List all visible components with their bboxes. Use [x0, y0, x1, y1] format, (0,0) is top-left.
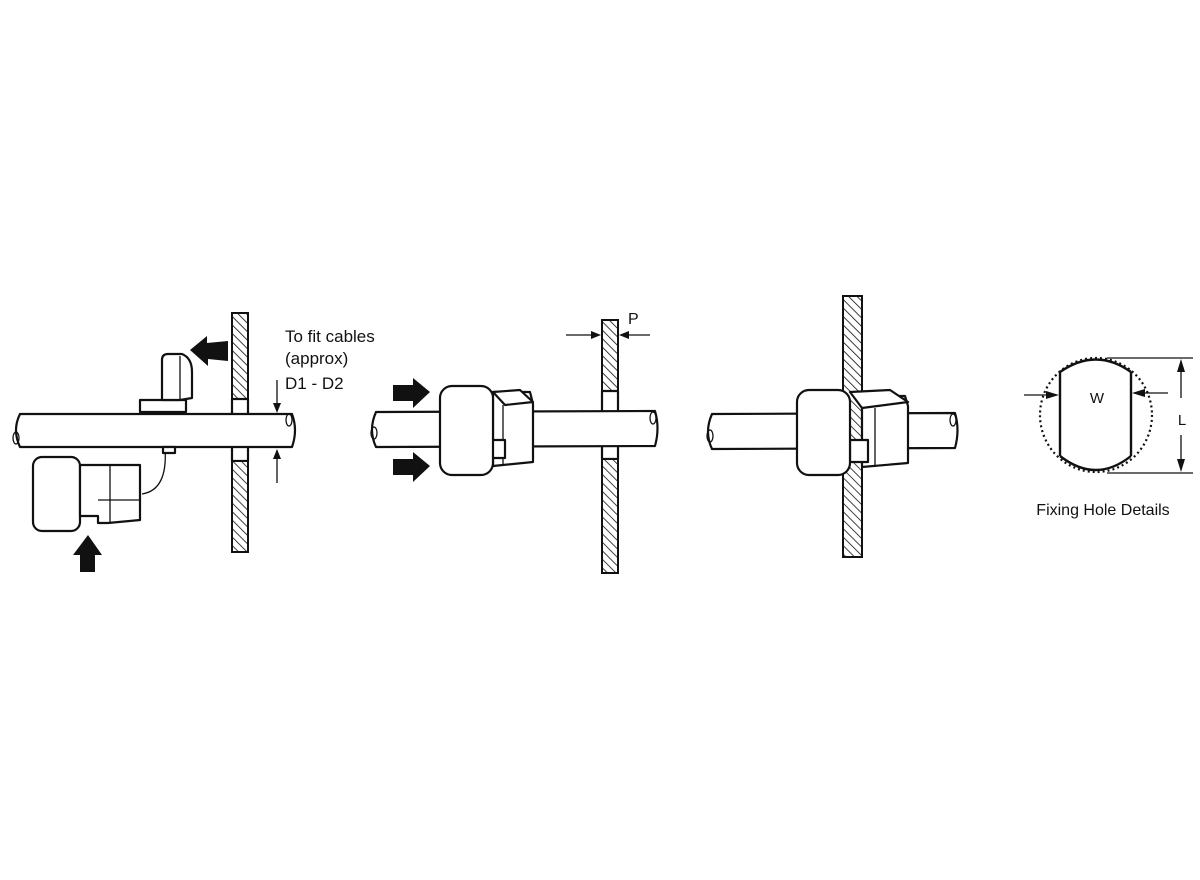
panel-thickness-dimension — [566, 331, 650, 339]
step3-group — [706, 295, 959, 558]
step2-group: P — [370, 311, 659, 574]
cable-note-line2: (approx) — [285, 349, 348, 368]
fixing-hole-detail: W L Fixing Hole Details — [1024, 356, 1193, 519]
arrow-right-icon — [393, 452, 430, 482]
hole-length-label: L — [1178, 412, 1186, 429]
hole-width-label: W — [1090, 390, 1105, 407]
cable-diameter-dimension — [273, 380, 281, 483]
arrow-right-icon — [393, 378, 430, 408]
panel-thickness-label: P — [628, 311, 639, 328]
grommet-lower-half — [31, 445, 177, 533]
cable-1 — [12, 412, 297, 449]
cable-note-line1: To fit cables — [285, 327, 375, 346]
grommet-installed — [795, 388, 910, 477]
arrow-up-icon — [73, 535, 102, 572]
step1-group: To fit cables (approx) D1 - D2 — [12, 312, 375, 572]
grommet-assembled-2 — [438, 384, 535, 477]
grommet-upper-half — [138, 352, 194, 414]
length-dimension — [1107, 357, 1193, 474]
cable-note-line3: D1 - D2 — [285, 374, 344, 393]
arrow-left-icon — [190, 336, 228, 366]
hole-caption: Fixing Hole Details — [1036, 502, 1169, 519]
width-dimension — [1024, 389, 1168, 399]
